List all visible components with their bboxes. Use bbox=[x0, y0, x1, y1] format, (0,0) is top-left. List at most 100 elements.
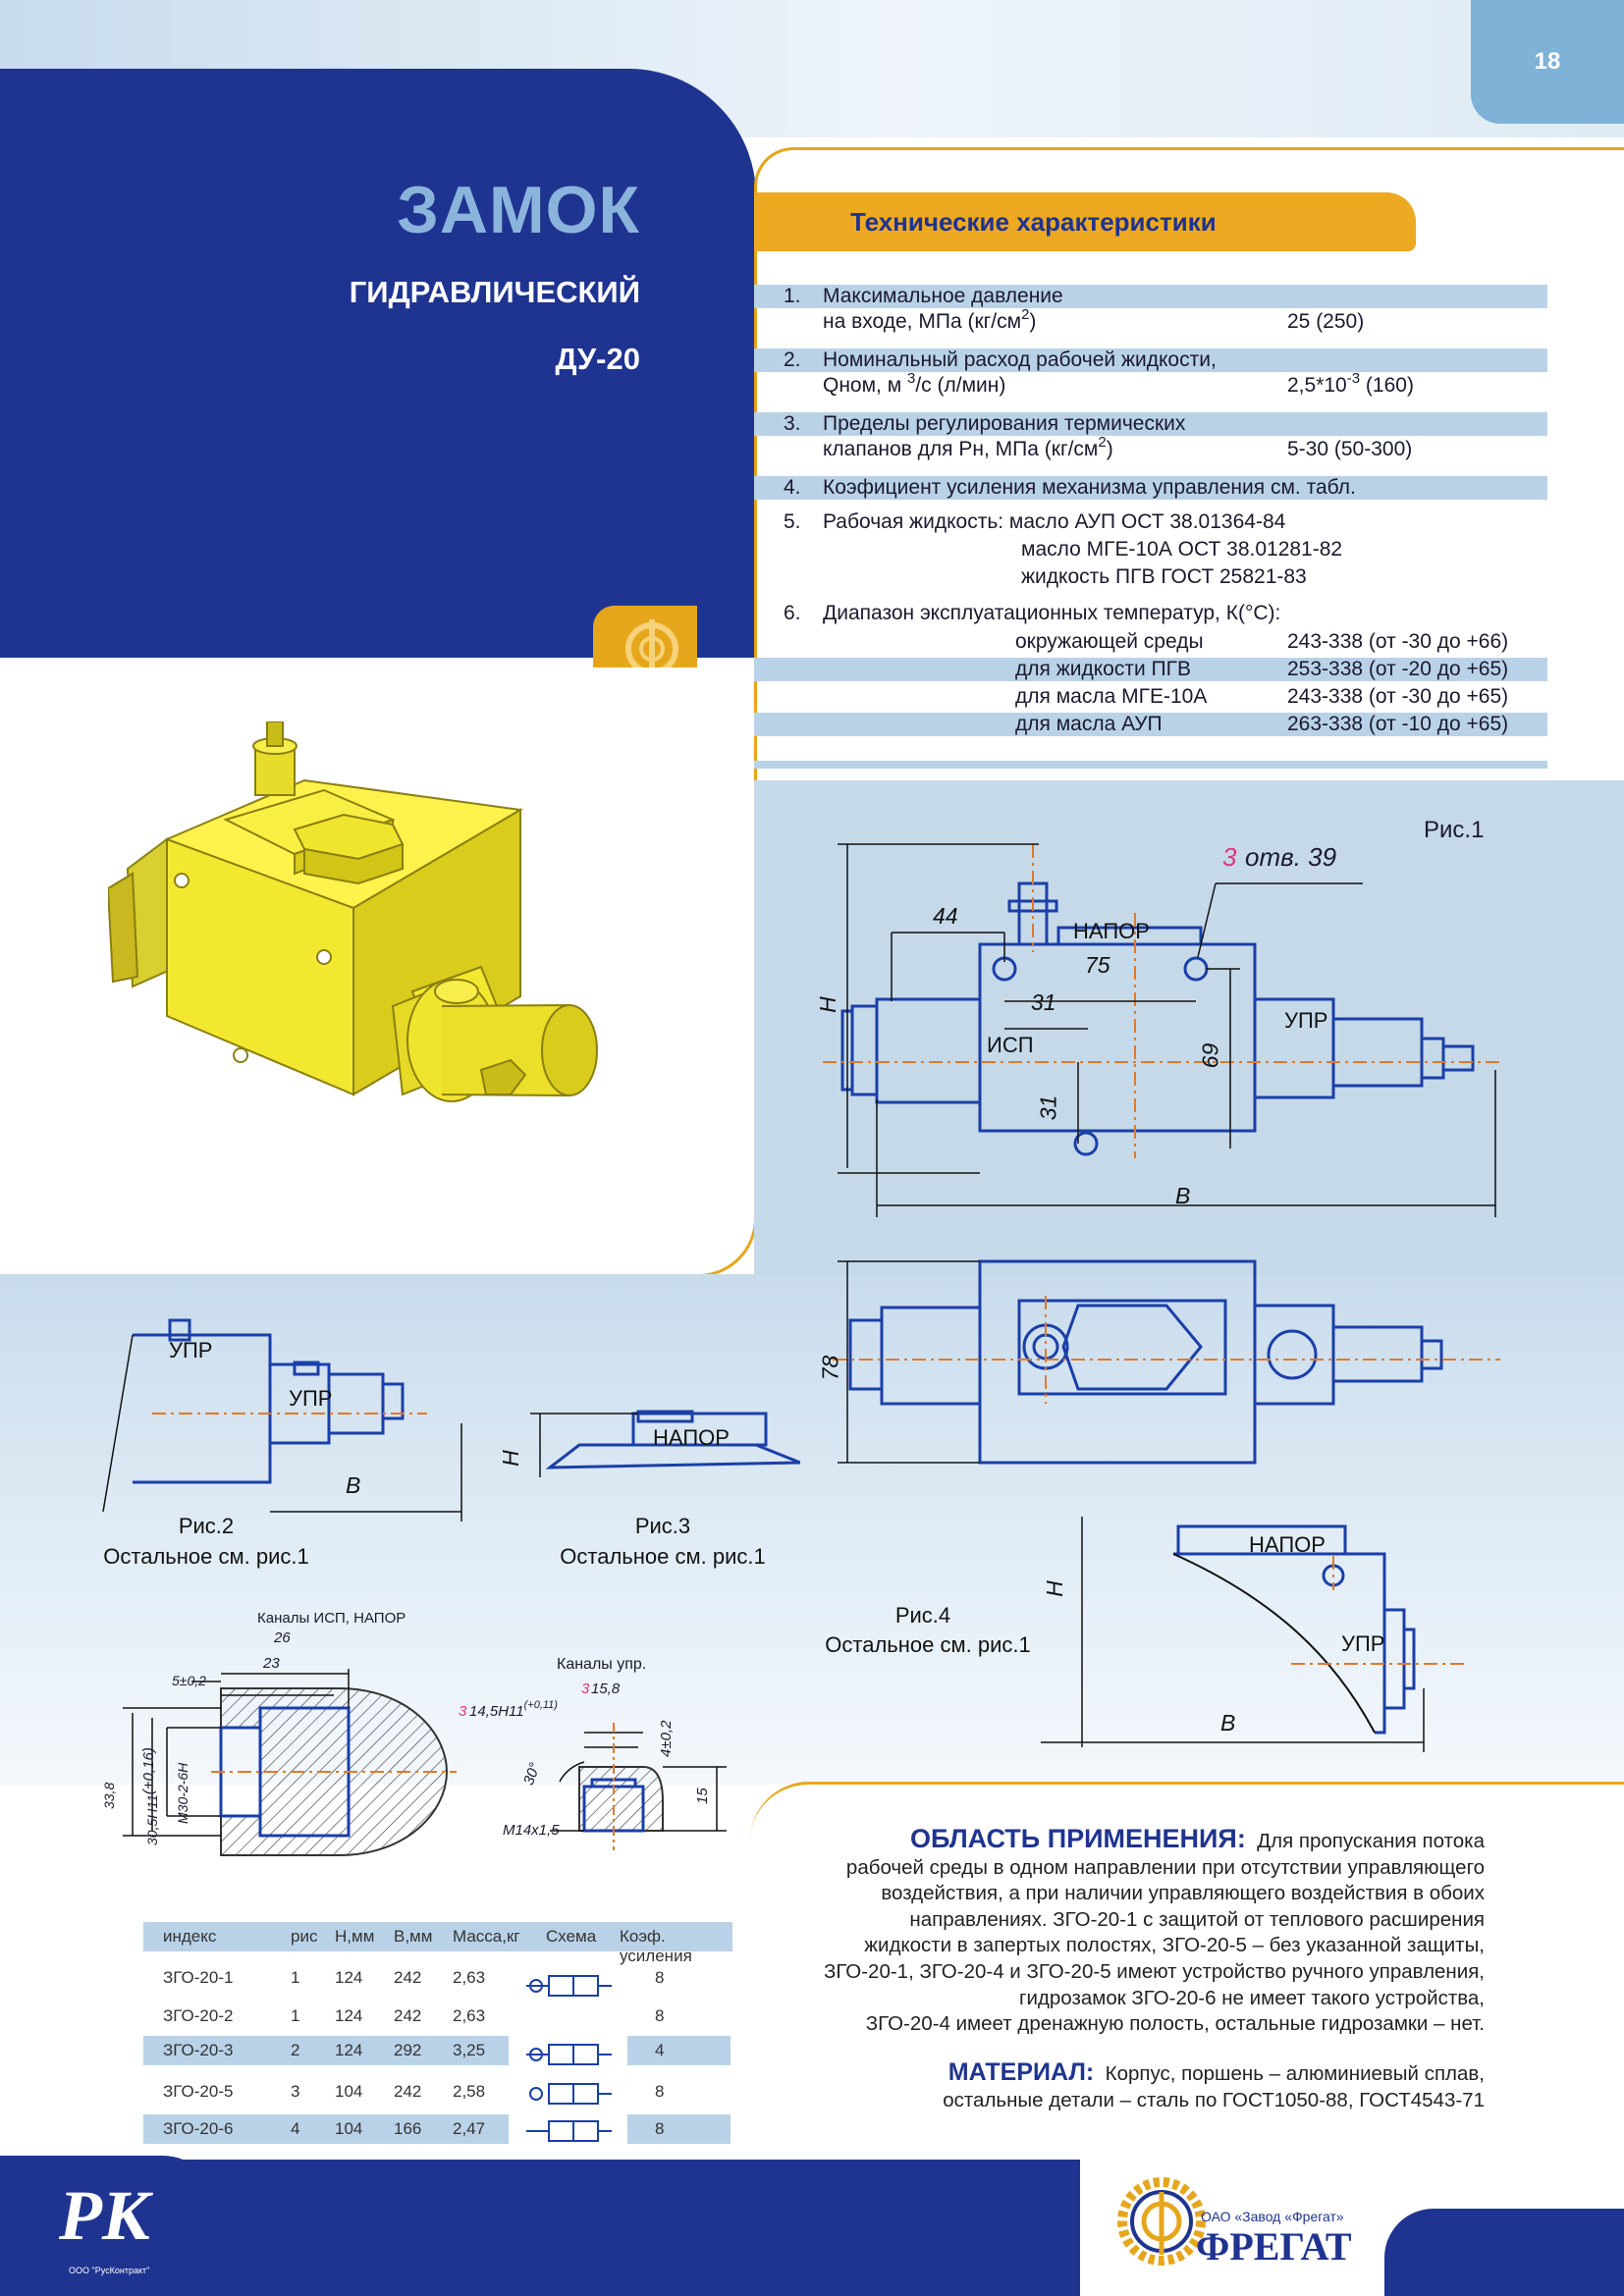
temp-row: окружающей среды 243-338 (от -30 до +66) bbox=[754, 630, 1547, 654]
spec-text: жидкость ПГВ ГОСТ 25821-83 bbox=[1021, 565, 1307, 588]
thread-m14: M14x1,5 bbox=[503, 1822, 560, 1839]
dim-31-vertical: 31 bbox=[1035, 1095, 1061, 1121]
spec-row-5b: масло МГЕ-10А ОСТ 38.01281-82 bbox=[754, 538, 1547, 561]
hole-count-b: 3 bbox=[581, 1681, 590, 1697]
spec-row-3a: 3. Пределы регулирования термических bbox=[754, 412, 1547, 436]
spec-number: 3. bbox=[784, 412, 801, 435]
table-header: B,мм bbox=[394, 1927, 433, 1946]
fig3-napor-label: НАПОР bbox=[653, 1425, 730, 1450]
title-panel bbox=[0, 69, 756, 658]
product-subtitle-type: ГИДРАВЛИЧЕСКИЙ bbox=[349, 275, 640, 309]
spec-value: 2,5*10-3 (160) bbox=[1287, 370, 1414, 397]
temp-label: окружающей среды bbox=[1015, 630, 1204, 653]
dim-78: 78 bbox=[817, 1355, 843, 1381]
fig1-caption: Рис.1 bbox=[1424, 817, 1485, 843]
spec-number: 4. bbox=[784, 476, 801, 499]
temp-value: 263-338 (от -10 до +65) bbox=[1287, 713, 1509, 735]
temp-value: 253-338 (от -20 до +65) bbox=[1287, 658, 1509, 680]
dim-30-5: 30,5H11(+0,16) bbox=[140, 1747, 160, 1845]
fig4-dim-B: B bbox=[1220, 1710, 1236, 1735]
fig3-note: Остальное см. рис.1 bbox=[560, 1544, 766, 1569]
spec-value: 5-30 (50-300) bbox=[1287, 438, 1413, 460]
fig4-drawing bbox=[1041, 1517, 1468, 1752]
hole-count-a: 3 bbox=[459, 1703, 467, 1720]
fregat-gear-icon bbox=[1117, 2177, 1206, 2266]
temp-label: для масла МГЕ-10А bbox=[1015, 685, 1208, 708]
fig4-napor-label: НАПОР bbox=[1249, 1532, 1326, 1557]
product-subtitle-size: ДУ-20 bbox=[555, 342, 640, 376]
spec-text: клапанов для Рн, МПа (кг/см2) bbox=[823, 434, 1113, 460]
spec-row-5a: 5. Рабочая жидкость: масло АУП ОСТ 38.01… bbox=[754, 510, 1547, 534]
spec-text: масло МГЕ-10А ОСТ 38.01281-82 bbox=[1021, 538, 1343, 561]
fig1-hole-count: 3 bbox=[1222, 842, 1237, 872]
dim-B: B bbox=[1175, 1183, 1191, 1208]
dim-31-horizontal: 31 bbox=[1031, 989, 1056, 1015]
hydraulic-schematic-icons bbox=[526, 1975, 612, 2142]
fig1-isp-label: ИСП bbox=[987, 1033, 1034, 1057]
application-panel bbox=[750, 1782, 1624, 2197]
dim-33-8: 33,8 bbox=[101, 1782, 117, 1809]
spec-number: 2. bbox=[784, 348, 801, 371]
dim-5: 5±0,2 bbox=[172, 1673, 206, 1688]
dim-H: H bbox=[814, 996, 840, 1013]
fig4-dim-H: H bbox=[1041, 1580, 1067, 1597]
fig2-note: Остальное см. рис.1 bbox=[103, 1544, 309, 1569]
dim-69: 69 bbox=[1197, 1042, 1223, 1069]
material-text: МАТЕРИАЛ: Корпус, поршень – алюминиевый … bbox=[943, 2058, 1485, 2111]
fig1-bottom-view bbox=[833, 1259, 1500, 1465]
fregat-footer-logo: ОАО «Завод «Фрегат» ФРЕГАТ bbox=[1117, 2164, 1352, 2277]
table-header: H,мм bbox=[335, 1927, 375, 1946]
page-number: 18 bbox=[1534, 48, 1561, 75]
spec-row-1b: на входе, МПа (кг/см2) 25 (250) bbox=[754, 306, 1547, 334]
fig1-drawing bbox=[823, 843, 1500, 1217]
fig3-caption: Рис.3 bbox=[634, 1514, 691, 1538]
drawing-background bbox=[754, 780, 1624, 1276]
temp-value: 243-338 (от -30 до +65) bbox=[1287, 685, 1509, 708]
footer-band-right bbox=[1384, 2209, 1624, 2296]
spec-text: Пределы регулирования термических bbox=[823, 412, 1186, 435]
specs-divider bbox=[754, 761, 1547, 769]
page-number-tab: 18 bbox=[1471, 0, 1624, 124]
spec-text: Диапазон эксплуатационных температур, К(… bbox=[823, 602, 1281, 624]
spec-number: 6. bbox=[784, 602, 801, 624]
product-title: ЗАМОК bbox=[397, 173, 640, 247]
fig2-upr-label-2: УПР bbox=[289, 1386, 333, 1411]
dim-75: 75 bbox=[1085, 952, 1110, 978]
spec-row-4: 4. Коэфициент усиления механизма управле… bbox=[754, 476, 1547, 500]
spec-row-2a: 2. Номинальный расход рабочей жидкости, bbox=[754, 348, 1547, 372]
spec-number: 1. bbox=[784, 285, 801, 307]
control-channel-drawing bbox=[550, 1723, 727, 1850]
fig4-caption: Рис.4 bbox=[894, 1603, 951, 1628]
spec-text: Максимальное давление bbox=[823, 285, 1063, 307]
channel-section-drawing bbox=[123, 1669, 457, 1856]
table-header: индекс bbox=[163, 1927, 217, 1946]
dim-15-8: 15,8 bbox=[591, 1681, 621, 1697]
spec-text: Рабочая жидкость: масло АУП ОСТ 38.01364… bbox=[823, 510, 1286, 533]
spec-row-5c: жидкость ПГВ ГОСТ 25821-83 bbox=[754, 565, 1547, 589]
temp-row: для жидкости ПГВ 253-338 (от -20 до +65) bbox=[754, 658, 1547, 681]
application-heading: ОБЛАСТЬ ПРИМЕНЕНИЯ: bbox=[909, 1824, 1246, 1853]
material-heading: МАТЕРИАЛ: bbox=[947, 2058, 1095, 2086]
table-header-row: индекс рис H,мм B,мм Масса,кг Схема Коэф… bbox=[143, 1922, 732, 1965]
table-row: ЗГО-20-1 1 124 242 2,63 8 bbox=[163, 1968, 665, 1987]
fig1-upr-label: УПР bbox=[1284, 1008, 1328, 1033]
table-row: ЗГО-20-5 3 104 242 2,58 8 bbox=[163, 2082, 665, 2101]
fig3-dim-H: H bbox=[497, 1450, 523, 1467]
dim-4: 4±0,2 bbox=[658, 1720, 675, 1757]
dim-44: 44 bbox=[933, 903, 958, 929]
fig4-upr-label: УПР bbox=[1341, 1631, 1385, 1656]
temp-label: для масла АУП bbox=[1015, 713, 1163, 735]
temp-label: для жидкости ПГВ bbox=[1015, 658, 1192, 680]
temp-value: 243-338 (от -30 до +66) bbox=[1287, 630, 1509, 653]
product-3d-image bbox=[108, 721, 598, 1102]
table-header: Коэф. усиления bbox=[620, 1927, 692, 1965]
temp-row: для масла МГЕ-10А 243-338 (от -30 до +65… bbox=[754, 685, 1547, 709]
ruskontrakt-logo: РК bbox=[59, 2176, 150, 2255]
table-header: рис bbox=[291, 1927, 318, 1946]
table-row: ЗГО-20-6 4 104 166 2,47 8 bbox=[143, 2114, 732, 2144]
spec-row-6: 6. Диапазон эксплуатационных температур,… bbox=[754, 602, 1547, 625]
temp-row: для масла АУП 263-338 (от -10 до +65) bbox=[754, 713, 1547, 736]
ruskontrakt-logo-box: РК ООО "РусКонтракт" bbox=[0, 2156, 221, 2296]
fig1-hole-label: отв. 39 bbox=[1245, 842, 1337, 872]
channel-title-upr: Каналы упр. bbox=[557, 1656, 647, 1673]
